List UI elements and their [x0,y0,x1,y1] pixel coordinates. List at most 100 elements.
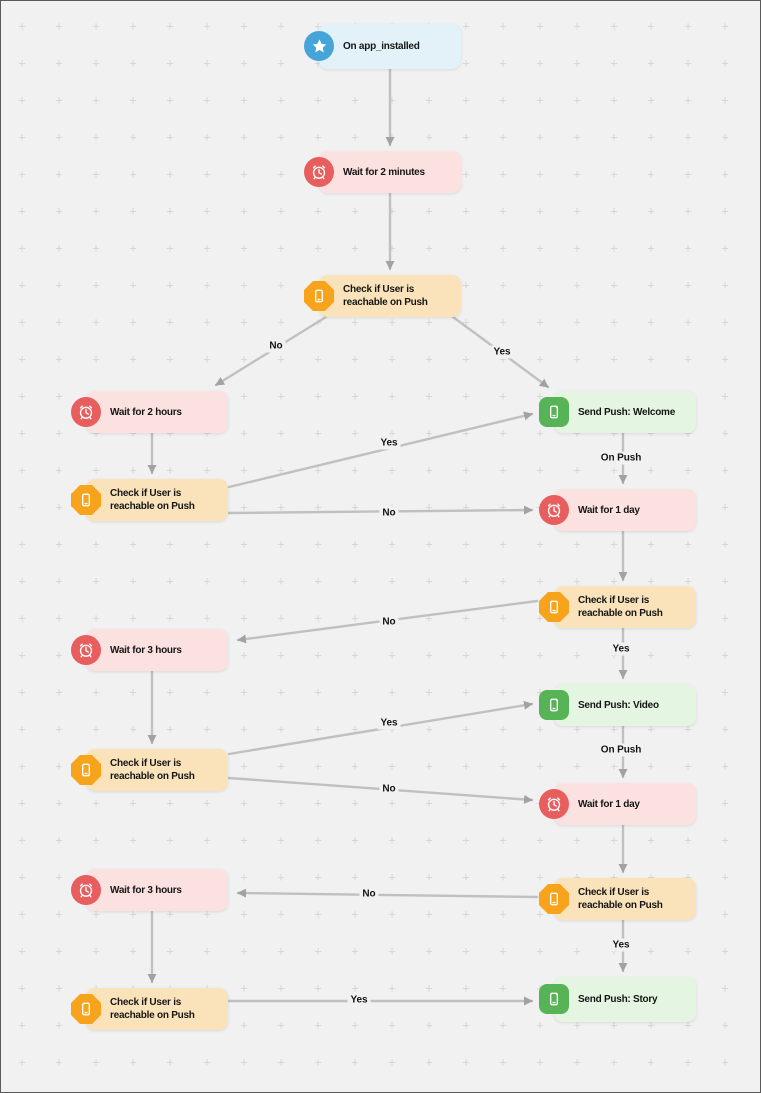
grid-plus: + [203,536,211,552]
grid-plus: + [351,906,359,922]
grid-plus: + [425,203,433,219]
grid-plus: + [314,647,322,663]
grid-plus: + [351,425,359,441]
grid-plus: + [18,1054,26,1070]
grid-plus: + [462,351,470,367]
grid-plus: + [314,610,322,626]
grid-plus: + [536,758,544,774]
grid-plus: + [647,462,655,478]
grid-plus: + [462,906,470,922]
grid-plus: + [203,684,211,700]
grid-plus: + [314,499,322,515]
grid-plus: + [425,129,433,145]
grid-plus: + [129,610,137,626]
grid-plus: + [610,573,618,589]
grid-plus: + [55,425,63,441]
grid-plus: + [129,1054,137,1070]
grid-plus: + [388,980,396,996]
grid-plus: + [462,203,470,219]
grid-plus: + [536,573,544,589]
grid-plus: + [684,166,692,182]
grid-plus: + [610,1017,618,1033]
node-label: Check if User is reachable on Push [110,758,195,782]
grid-plus: + [388,536,396,552]
node-box: Check if User is reachable on Push [319,275,461,317]
grid-plus: + [203,795,211,811]
grid-plus: + [462,18,470,34]
grid-plus: + [499,721,507,737]
grid-plus: + [425,1054,433,1070]
grid-plus: + [55,18,63,34]
node-label: Wait for 3 hours [110,884,182,896]
grid-plus: + [499,277,507,293]
grid-plus: + [684,943,692,959]
grid-plus: + [277,351,285,367]
grid-plus: + [499,758,507,774]
grid-plus: + [684,203,692,219]
grid-plus: + [536,203,544,219]
grid-plus: + [425,351,433,367]
grid-plus: + [314,943,322,959]
grid-plus: + [499,499,507,515]
grid-plus: + [203,55,211,71]
grid-plus: + [536,1054,544,1070]
grid-plus: + [425,388,433,404]
grid-plus: + [166,129,174,145]
grid-plus: + [55,1054,63,1070]
grid-plus: + [240,647,248,663]
grid-plus: + [92,92,100,108]
grid-plus: + [240,388,248,404]
grid-plus: + [351,203,359,219]
grid-plus: + [240,573,248,589]
grid-plus: + [684,314,692,330]
grid-plus: + [721,462,729,478]
grid-plus: + [462,832,470,848]
grid-plus: + [55,462,63,478]
grid-plus: + [610,1054,618,1070]
grid-plus: + [647,943,655,959]
grid-plus: + [314,980,322,996]
node-box: Check if User is reachable on Push [86,749,228,791]
grid-plus: + [721,906,729,922]
grid-plus: + [499,388,507,404]
grid-plus: + [18,721,26,737]
grid-plus: + [610,92,618,108]
grid-plus: + [462,55,470,71]
grid-plus: + [92,55,100,71]
grid-plus: + [55,758,63,774]
grid-plus: + [573,573,581,589]
grid-plus: + [425,943,433,959]
grid-plus: + [462,388,470,404]
grid-plus: + [499,203,507,219]
grid-plus: + [92,240,100,256]
grid-plus: + [277,240,285,256]
grid-plus: + [721,425,729,441]
grid-plus: + [647,314,655,330]
grid-plus: + [462,573,470,589]
grid-plus: + [610,166,618,182]
grid-plus: + [166,536,174,552]
grid-plus: + [129,832,137,848]
grid-plus: + [92,684,100,700]
grid-plus: + [536,832,544,848]
grid-plus: + [18,462,26,478]
grid-plus: + [240,832,248,848]
grid-plus: + [721,277,729,293]
grid-plus: + [314,92,322,108]
grid-plus: + [203,351,211,367]
node-box: Wait for 2 hours [86,391,228,433]
grid-plus: + [536,462,544,478]
grid-plus: + [647,647,655,663]
grid-plus: + [129,277,137,293]
grid-plus: + [351,573,359,589]
grid-plus: + [462,166,470,182]
grid-plus: + [425,869,433,885]
node-label: Send Push: Story [578,994,658,1005]
grid-plus: + [92,906,100,922]
grid-plus: + [351,314,359,330]
grid-plus: + [610,55,618,71]
grid-plus: + [18,166,26,182]
grid-plus: + [92,351,100,367]
